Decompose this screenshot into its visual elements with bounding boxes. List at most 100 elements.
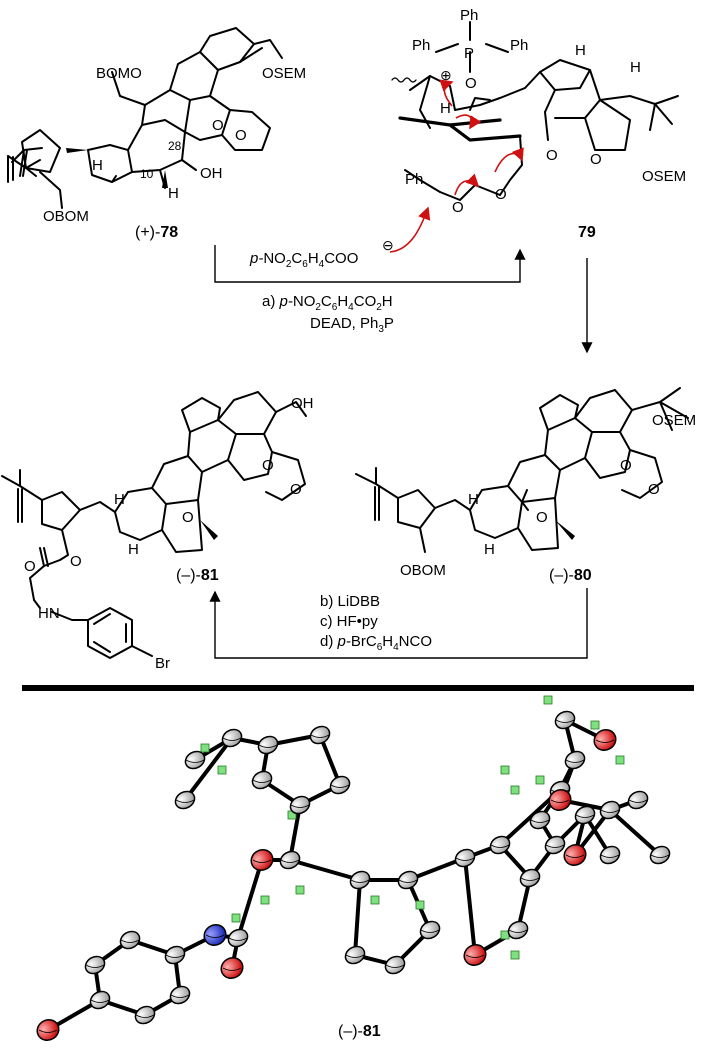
label-c10: 10 [140, 167, 154, 181]
xray-atom-octant-line [330, 784, 350, 788]
xray-carbon-atom [454, 848, 476, 868]
xray-hydrogen-atom [543, 695, 553, 705]
label-h-79b: H [575, 42, 586, 59]
xray-hydrogen-atom [510, 785, 520, 795]
xray-atom-octant-line [455, 857, 475, 861]
xray-carbon-atom [507, 920, 529, 940]
xray-carbon-atom [384, 955, 406, 975]
xray-hydrogen-atom [295, 885, 305, 895]
xray-hydrogen-atom [217, 765, 227, 775]
xray-atom-octant-line [565, 854, 585, 858]
label-h-79c: H [630, 59, 641, 76]
xray-carbon-atom [529, 810, 551, 830]
xray-atom-octant-line [222, 967, 242, 971]
xray-carbon-atom [344, 945, 366, 965]
xray-atom-octant-line [175, 799, 195, 803]
xray-carbon-atom [289, 795, 311, 815]
xray-carbon-atom [599, 845, 621, 865]
xray-bond [608, 808, 662, 857]
compound-78-id: (+)-78 [135, 224, 178, 241]
xray-atom-octant-line [490, 844, 510, 848]
xray-atom-octant-line [165, 954, 185, 958]
xray-atom-octant-line [575, 814, 595, 818]
xray-carbon-atom [184, 750, 206, 770]
xray-hydrogen-atom [260, 895, 270, 905]
xray-oxygen-atom [463, 943, 487, 967]
xray-carbon-atom [599, 800, 621, 820]
xray-atom-octant-line [555, 719, 575, 723]
compound-80-labels: OSEM OBOM O H H O O (–)-80 [400, 412, 696, 584]
xray-bond [236, 858, 264, 940]
xray-oxygen-atom [220, 956, 244, 980]
label-o-81-bridge: O [182, 509, 194, 526]
label-o-79d: O [590, 151, 602, 168]
xray-hydrogen-atom [615, 755, 625, 765]
label-o-carbonyl: O [24, 558, 36, 575]
label-br: Br [155, 655, 170, 672]
xray-atom-octant-line [185, 759, 205, 763]
label-osem-78: OSEM [262, 65, 306, 82]
compound-79-id: 79 [578, 224, 596, 241]
xray-hydrogen-atom [535, 775, 545, 785]
xray-oxygen-atom [593, 728, 617, 752]
xray-atom-octant-line [628, 799, 648, 803]
svg-text:a) p-NO2C6H4CO2H: a) p-NO2C6H4CO2H [262, 293, 393, 313]
conditions-steps-bcd: b) LiDBB c) HF•py d) p-BrC6H4NCO [320, 593, 432, 653]
xray-atom-octant-line [280, 859, 300, 863]
xray-hydrogen-atom [590, 720, 600, 730]
svg-text:c) HF•py: c) HF•py [320, 613, 378, 630]
compound-79-structure [389, 21, 679, 253]
compound-80-id: (–)-80 [549, 567, 592, 584]
compound-81-labels: OH O O HN Br O H H O O (–)-81 [24, 395, 314, 672]
xray-nitrogen-atom [203, 923, 227, 947]
xray-atom-octant-line [222, 737, 242, 741]
xray-carbon-atom [251, 770, 273, 790]
label-ph-top: Ph [460, 7, 478, 24]
xray-carbon-atom [564, 750, 586, 770]
label-o-79c: O [546, 147, 558, 164]
xray-oxygen-atom [548, 788, 572, 812]
xray-carbon-atom [544, 835, 566, 855]
xray-carbon-atom [649, 845, 671, 865]
label-h-81b: H [128, 541, 139, 558]
xray-atom-octant-line [600, 809, 620, 813]
xray-atom-octant-line [508, 929, 528, 933]
xray-atom-octant-line [90, 999, 110, 1003]
svg-text:p-NO2C6H4COO: p-NO2C6H4COO [249, 250, 358, 270]
xray-bond [463, 856, 477, 957]
xray-hydrogen-atom [370, 895, 380, 905]
xray-oxygen-atom [36, 1018, 60, 1042]
xray-atom-octant-line [135, 1014, 155, 1018]
xray-hydrogen-atom [231, 913, 241, 923]
xray-atom-octant-line [345, 954, 365, 958]
xray-carbon-atom [174, 790, 196, 810]
xray-carbon-atom [519, 868, 541, 888]
label-p: P [464, 45, 474, 62]
xray-bond [353, 878, 362, 957]
label-h-78a: H [92, 157, 103, 174]
svg-text:b) LiDBB: b) LiDBB [320, 593, 380, 610]
label-o-81b: O [290, 481, 302, 498]
xray-atom-octant-line [420, 929, 440, 933]
xray-carbon-atom [329, 775, 351, 795]
compound-81-structure [1, 391, 307, 659]
xray-hydrogen-atom [415, 900, 425, 910]
xray-atom-octant-line [258, 744, 278, 748]
xray-bond [183, 736, 234, 802]
section-divider [22, 685, 694, 691]
xray-bond [288, 858, 362, 882]
label-ph-right: Ph [510, 37, 528, 54]
xray-atom-octant-line [550, 799, 570, 803]
xray-atom-octant-line [520, 877, 540, 881]
label-o-80-bridge: O [536, 509, 548, 526]
xray-atom-octant-line [252, 779, 272, 783]
xray-atom-octant-line [350, 879, 370, 883]
label-h-81a: H [114, 491, 125, 508]
label-o-78b: O [235, 127, 247, 144]
label-ph-left: Ph [412, 37, 430, 54]
label-h-79a: H [440, 100, 451, 117]
xray-carbon-atom [279, 850, 301, 870]
xray-carbon-atom [169, 985, 191, 1005]
xray-carbon-atom [349, 870, 371, 890]
